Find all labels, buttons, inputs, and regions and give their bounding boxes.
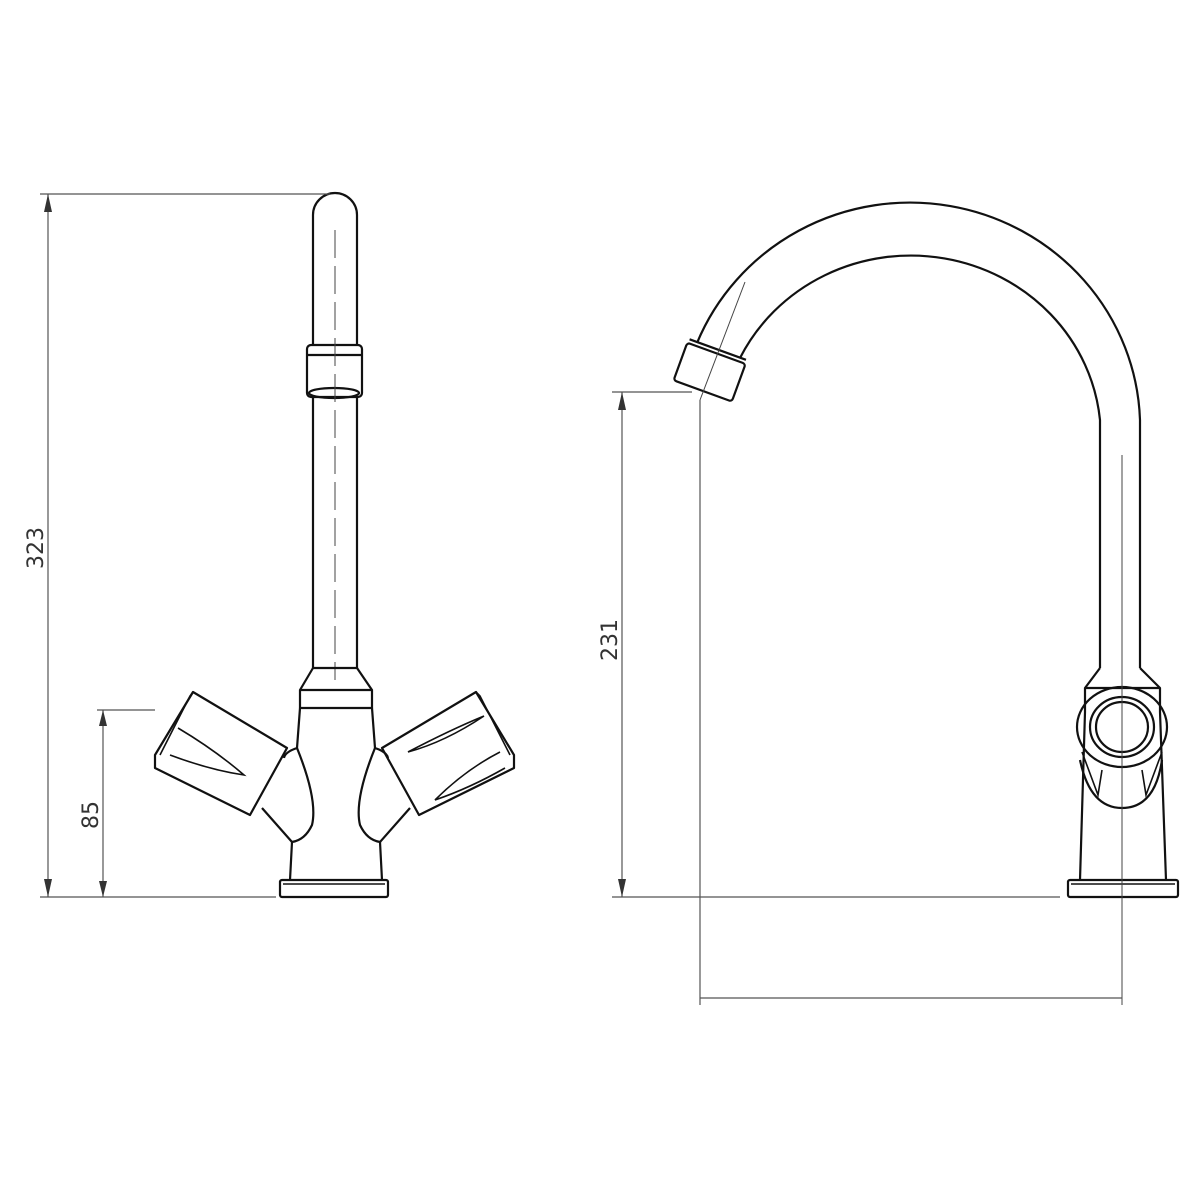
front-view: 323 85 <box>24 191 516 899</box>
dimension-label-231: 231 <box>598 619 623 661</box>
aerator-nozzle <box>673 338 747 402</box>
side-body <box>1066 455 1180 1005</box>
dimension-label-323: 323 <box>24 527 49 569</box>
body <box>261 666 411 899</box>
gooseneck-spout <box>673 201 1142 668</box>
side-view: 231 <box>598 201 1180 1005</box>
spout-tube <box>305 191 364 680</box>
dimension-spout-height: 231 <box>598 391 1060 898</box>
left-handle <box>153 690 289 817</box>
dimension-spout-reach <box>699 400 1122 1005</box>
dimension-label-85: 85 <box>79 801 104 829</box>
dimension-overall-height: 323 <box>24 193 330 898</box>
dimension-handle-height: 85 <box>79 709 155 897</box>
right-handle <box>380 690 516 817</box>
